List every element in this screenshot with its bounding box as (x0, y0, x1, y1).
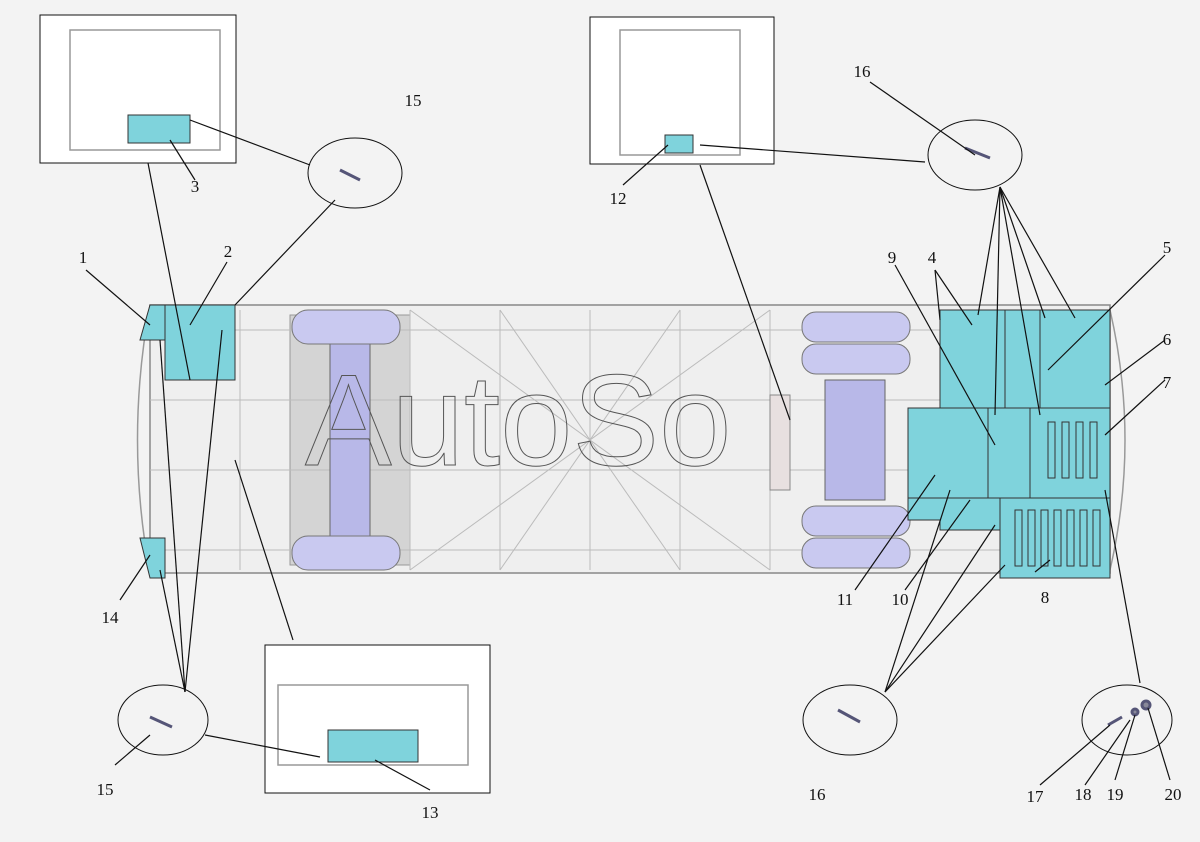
callout-7: 7 (1162, 373, 1172, 392)
callout-11: 11 (836, 590, 854, 609)
callout-20: 20 (1164, 785, 1182, 804)
callout-9: 9 (887, 248, 897, 267)
wheels (291, 309, 911, 571)
callout-6: 6 (1162, 330, 1172, 349)
callout-14: 14 (101, 608, 119, 627)
inset-views (39, 14, 775, 794)
callout-13: 13 (421, 803, 439, 822)
leader-lines (85, 81, 1171, 791)
callout-10: 10 (891, 590, 909, 609)
detail-circles (117, 119, 1173, 756)
watermark: AutoSo (305, 347, 731, 493)
callout-5: 5 (1162, 238, 1172, 257)
callout-8: 8 (1040, 588, 1050, 607)
callout-15-top: 15 (404, 91, 422, 110)
callout-12: 12 (609, 189, 627, 208)
callout-1: 1 (78, 248, 88, 267)
callout-4: 4 (927, 248, 937, 267)
callout-16-top: 16 (853, 62, 871, 81)
callout-18: 18 (1074, 785, 1092, 804)
callout-2: 2 (223, 242, 233, 261)
bolt-icons (149, 146, 1152, 729)
callout-16-bottom: 16 (808, 785, 826, 804)
callout-3: 3 (190, 177, 200, 196)
callout-15-bottom: 15 (96, 780, 114, 799)
callout-17: 17 (1026, 787, 1044, 806)
callout-19: 19 (1106, 785, 1124, 804)
cover-panels (139, 304, 1111, 579)
